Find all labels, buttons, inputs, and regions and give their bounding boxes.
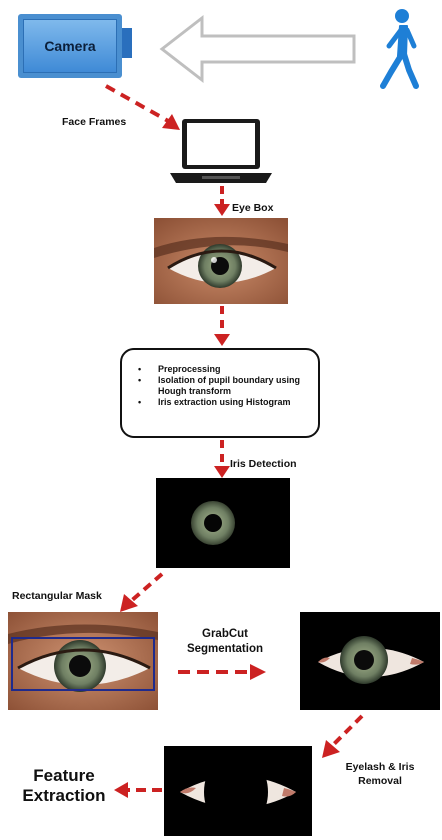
iris-removed-image: [164, 746, 312, 836]
iris-detection-image: [156, 478, 290, 568]
arrow-process-to-iris: [212, 440, 232, 480]
feature-extraction-label: Feature Extraction: [14, 766, 114, 806]
removal-label: Eyelash & Iris Removal: [330, 760, 430, 788]
arrow-removal-to-feature: [112, 778, 164, 802]
iris-detection-label: Iris Detection: [230, 458, 297, 470]
grabcut-label-line2: Segmentation: [170, 642, 280, 657]
camera-icon: [122, 28, 132, 58]
camera-label: Camera: [23, 19, 117, 73]
removal-label-line1: Eyelash & Iris: [330, 760, 430, 774]
feature-extraction-line2: Extraction: [14, 786, 114, 806]
face-frames-label: Face Frames: [62, 116, 126, 128]
camera-block: Camera: [18, 14, 122, 78]
arrow-iris-to-mask: [112, 570, 168, 616]
hollow-left-arrow: [158, 14, 358, 84]
process-step: Preprocessing: [144, 364, 318, 375]
arrow-laptop-to-eye: [212, 186, 232, 218]
process-steps-box: Preprocessing Isolation of pupil boundar…: [120, 348, 320, 438]
arrow-eye-to-process: [212, 306, 232, 348]
arrow-segmented-to-removal: [316, 712, 368, 762]
process-step: Iris extraction using Histogram: [144, 397, 318, 408]
walking-person-icon: [376, 6, 426, 90]
rectangular-mask-label: Rectangular Mask: [12, 590, 102, 602]
rectangular-mask-image: [8, 612, 158, 710]
laptop-icon: [166, 117, 276, 187]
eye-box-image: [154, 218, 288, 304]
removal-label-line2: Removal: [330, 774, 430, 788]
eye-box-label: Eye Box: [232, 202, 273, 214]
feature-extraction-line1: Feature: [14, 766, 114, 786]
process-step: Isolation of pupil boundary using Hough …: [144, 375, 318, 397]
arrow-mask-to-segmented: [176, 660, 268, 684]
segmented-eye-image: [300, 612, 440, 710]
grabcut-label: GrabCut Segmentation: [170, 627, 280, 657]
grabcut-label-line1: GrabCut: [170, 627, 280, 642]
